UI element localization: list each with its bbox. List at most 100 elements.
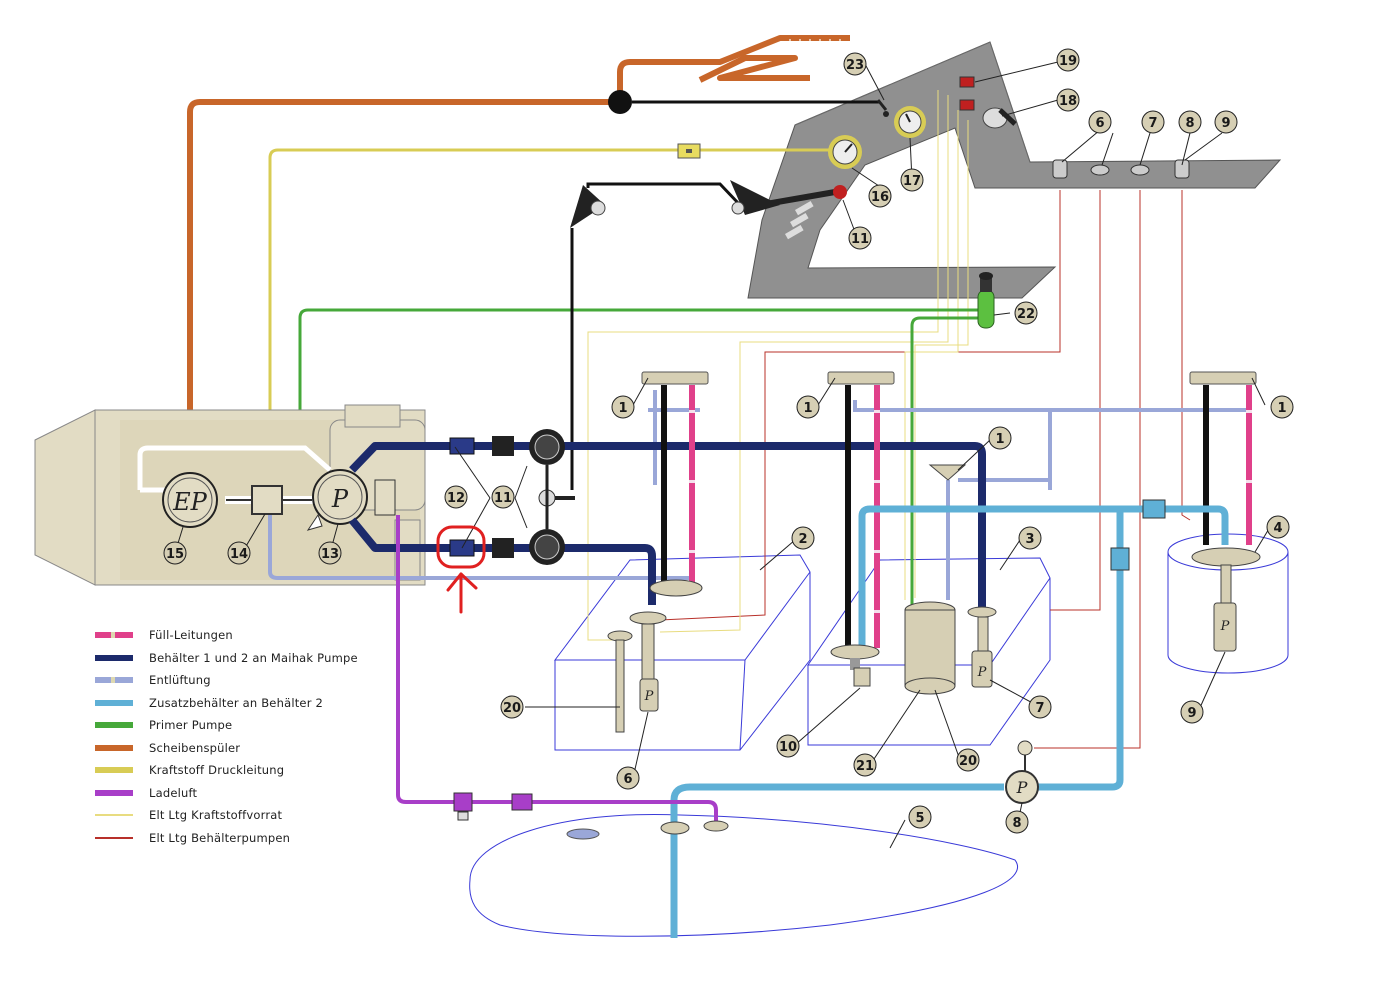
svg-text:17: 17: [903, 174, 921, 189]
tank-pump-6: P: [629, 611, 667, 712]
callout-20b: 20: [956, 748, 980, 772]
svg-text:16: 16: [871, 190, 889, 205]
legend-swatch: [95, 699, 133, 706]
shutoff-valves: [529, 429, 575, 565]
legend-item: Primer Pumpe: [95, 714, 358, 737]
callout-6b: 6: [1088, 110, 1112, 134]
svg-text:21: 21: [856, 759, 874, 774]
svg-text:20: 20: [959, 754, 977, 769]
tank-pump-7: P: [967, 606, 997, 688]
tank-heads: [641, 371, 1257, 385]
legend-item: Elt Ltg Kraftstoffvorrat: [95, 804, 358, 827]
svg-text:8: 8: [1012, 816, 1021, 831]
line-entlueftung: [268, 390, 1252, 600]
callout-3: 3: [1018, 526, 1042, 550]
line-ladeluft: [396, 515, 718, 825]
callout-21: 21: [853, 753, 877, 777]
svg-text:13: 13: [321, 547, 339, 562]
callout-1c: 1: [1270, 395, 1294, 419]
svg-text:8: 8: [1185, 116, 1194, 131]
svg-text:3: 3: [1025, 532, 1034, 547]
level-sender-20a: [607, 630, 633, 733]
line-behaelter-maihak: [348, 442, 986, 610]
line-primer-pumpe-2: [910, 316, 985, 605]
primer-pump: [977, 272, 995, 329]
svg-text:6: 6: [1095, 116, 1104, 131]
legend-swatch: [95, 836, 133, 839]
legend-label: Kraftstoff Druckleitung: [149, 763, 285, 778]
legend-item: Füll-Leitungen: [95, 624, 358, 647]
washer-valve: [608, 90, 632, 114]
callout-markers: 1 1 1 1 2 3 4 5 6 6 7 7 8 8 9 9 10 11 11…: [163, 48, 1294, 834]
pump-7-letter: P: [977, 665, 987, 680]
callout-9a: 9: [1180, 700, 1204, 724]
svg-text:12: 12: [447, 491, 465, 506]
tank-3: [807, 557, 1051, 746]
legend-swatch: [95, 744, 133, 751]
ep-pump: EP: [162, 472, 218, 528]
line-kraftstoff-druck: [268, 148, 835, 490]
svg-text:10: 10: [779, 740, 797, 755]
legend-label: Elt Ltg Behälterpumpen: [149, 830, 291, 845]
transfer-pump-label: P: [1016, 778, 1028, 797]
svg-text:19: 19: [1059, 54, 1077, 69]
callout-18: 18: [1056, 88, 1080, 112]
svg-text:23: 23: [846, 58, 864, 73]
ladeluft-valve: [374, 479, 396, 516]
filter-14: [226, 485, 312, 515]
legend-label: Füll-Leitungen: [149, 628, 233, 643]
legend-item: Entlüftung: [95, 669, 358, 692]
svg-text:1: 1: [1277, 401, 1286, 416]
callout-1a: 1: [611, 395, 635, 419]
legend-swatch: [95, 767, 133, 774]
wiring-behaelterpumpen: [659, 190, 1191, 749]
leader-lines: [174, 61, 1271, 849]
washer-switch-23: [876, 99, 889, 117]
legend-swatch: [95, 654, 133, 661]
highlight-annotation: [436, 525, 486, 614]
svg-text:7: 7: [1035, 701, 1044, 716]
svg-text:20: 20: [503, 701, 521, 716]
legend-item: Scheibenspüler: [95, 737, 358, 760]
tank-5: [469, 813, 1019, 937]
legend-item: Elt Ltg Behälterpumpen: [95, 827, 358, 850]
callout-13: 13: [318, 541, 342, 565]
svg-text:1: 1: [803, 401, 812, 416]
callout-4: 4: [1266, 515, 1290, 539]
callout-7a: 7: [1028, 695, 1052, 719]
legend-label: Behälter 1 und 2 an Maihak Pumpe: [149, 650, 358, 665]
warning-lamps-19: [959, 76, 975, 111]
callout-5: 5: [908, 805, 932, 829]
pump-9-letter: P: [1220, 619, 1230, 634]
callout-16: 16: [868, 184, 892, 208]
callout-20a: 20: [500, 695, 524, 719]
line-zusatzbehaelter: [670, 505, 1229, 938]
fuel-gauge-17: [894, 106, 926, 138]
callout-23: 23: [843, 52, 867, 76]
legend-swatch: [95, 632, 133, 639]
legend-label: Scheibenspüler: [149, 740, 241, 755]
vent-funnel: [928, 464, 967, 481]
tank-suction-lines: [661, 385, 1209, 648]
svg-text:22: 22: [1017, 307, 1035, 322]
callout-15: 15: [163, 541, 187, 565]
switch-18: [982, 107, 1017, 129]
callout-7b: 7: [1141, 110, 1165, 134]
callout-9b: 9: [1214, 110, 1238, 134]
maihak-pump: P: [306, 469, 368, 531]
legend-item: Ladeluft: [95, 782, 358, 805]
callout-10: 10: [776, 734, 800, 758]
svg-text:9: 9: [1187, 706, 1196, 721]
svg-text:7: 7: [1148, 116, 1157, 131]
callout-11a: 11: [491, 485, 515, 509]
maihak-pump-label: P: [331, 485, 349, 513]
svg-text:11: 11: [851, 232, 869, 247]
svg-text:18: 18: [1059, 94, 1077, 109]
legend-swatch: [95, 722, 133, 729]
callout-6a: 6: [616, 766, 640, 790]
legend-swatch: [95, 677, 133, 684]
svg-text:1: 1: [995, 432, 1004, 447]
legend-item: Kraftstoff Druckleitung: [95, 759, 358, 782]
callout-1d: 1: [988, 426, 1012, 450]
